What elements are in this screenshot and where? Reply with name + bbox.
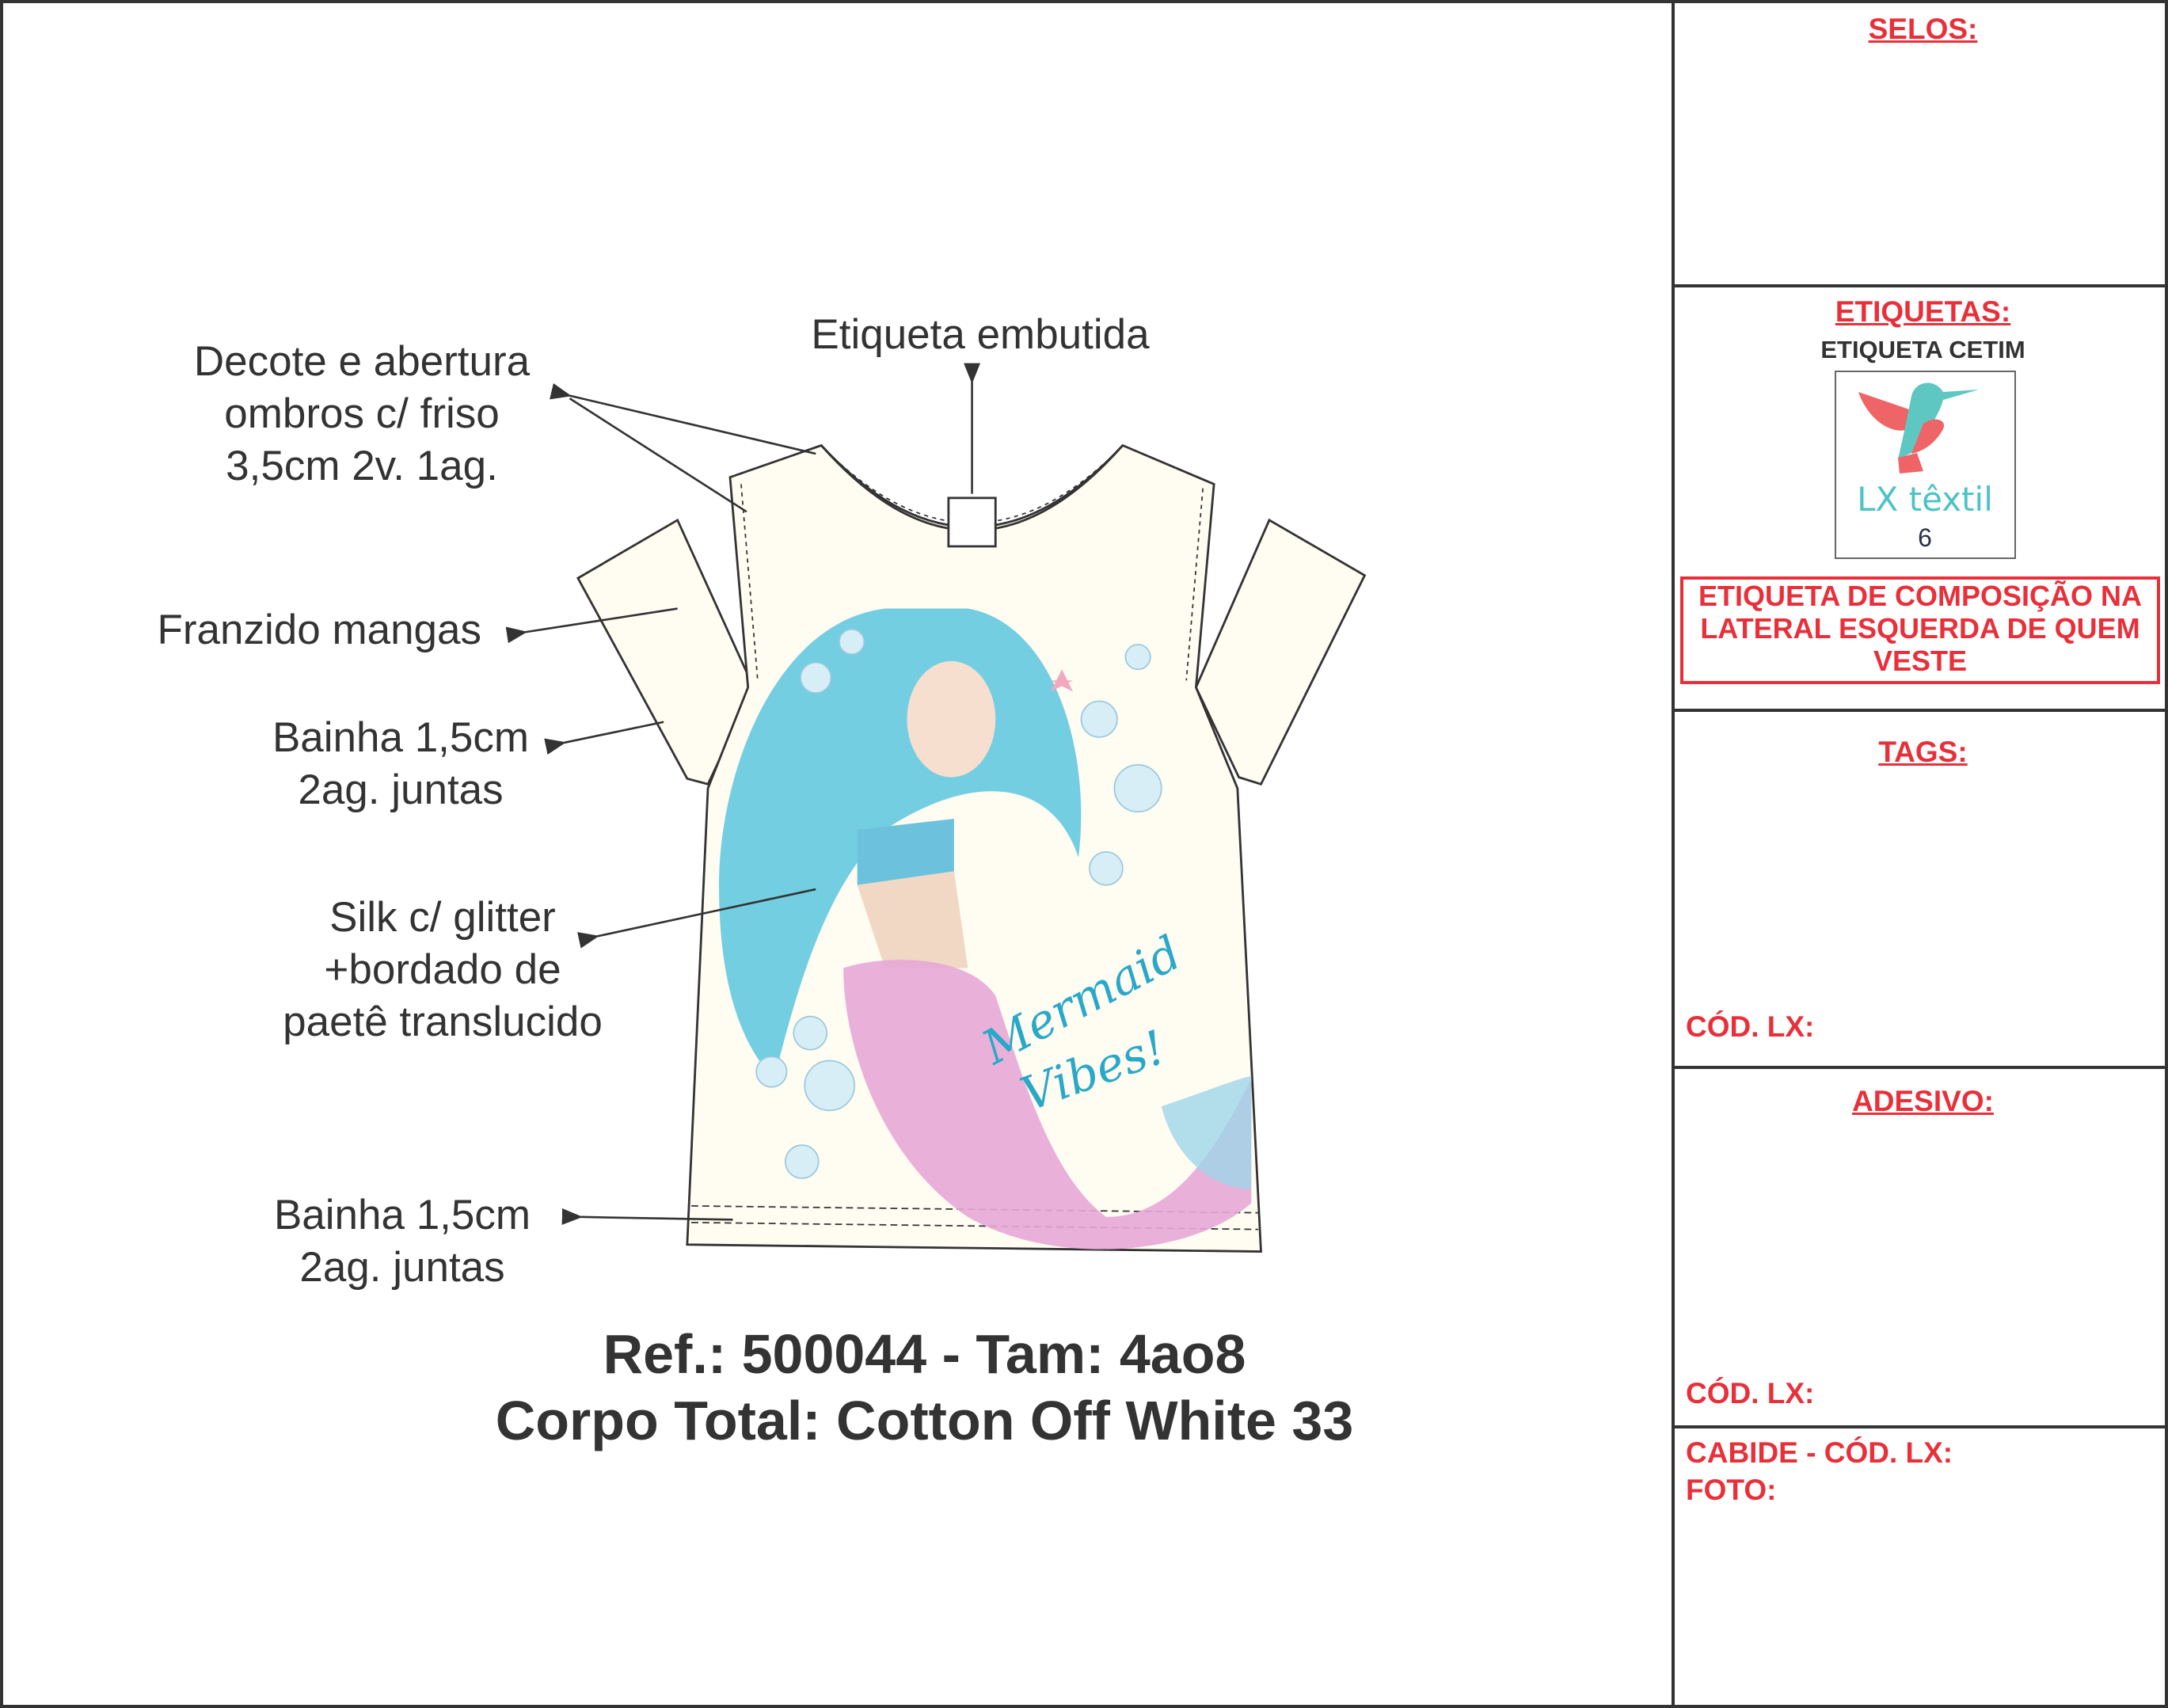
cabide-label: CABIDE - CÓD. LX: <box>1686 1436 1953 1469</box>
section-adesivo: ADESIVO: CÓD. LX: <box>1675 1069 2168 1428</box>
section-etiquetas <box>1675 287 2168 712</box>
label-line: Decote e abertura <box>193 338 531 385</box>
label-line: 2ag. juntas <box>299 1244 505 1291</box>
label-silk: Silk c/ glitter +bordado de paetê transl… <box>205 892 680 1048</box>
foto-label: FOTO: <box>1686 1474 1777 1506</box>
spec-panel: SELOS: ETIQUETAS: ETIQUETA CETIM LX têxt… <box>1672 0 2168 1708</box>
adesivo-title: ADESIVO: <box>1852 1085 1994 1117</box>
product-ref: Ref.: 500044 - Tam: 4ao8 <box>603 1323 1246 1385</box>
label-franzido: Franzido mangas <box>157 607 481 653</box>
composition-note-box: ETIQUETA DE COMPOSIÇÃO NA LATERAL ESQUER… <box>1680 576 2160 684</box>
arrow-bainha-manga <box>544 721 664 755</box>
tags-code-label: CÓD. LX: <box>1686 1010 1815 1043</box>
label-line: ombros c/ friso <box>224 390 500 437</box>
label-placement <box>947 496 997 548</box>
arrow-bainha-barra <box>561 1208 733 1225</box>
etiquetas-title: ETIQUETAS: <box>1835 295 2011 328</box>
label-line: Bainha 1,5cm <box>272 714 530 761</box>
arrow-franzido <box>505 607 678 644</box>
tags-title: TAGS: <box>1878 736 1968 768</box>
label-line: paetê translucido <box>283 999 603 1045</box>
logo-brand: LX têxtil <box>1857 480 1993 519</box>
label-line: 2ag. juntas <box>298 767 504 813</box>
label-bainha-manga: Bainha 1,5cm 2ag. juntas <box>203 712 599 816</box>
section-tags: TAGS: CÓD. LX: <box>1675 712 2168 1069</box>
label-bainha-barra: Bainha 1,5cm 2ag. juntas <box>204 1189 600 1294</box>
selos-title: SELOS: <box>1868 13 1978 45</box>
label-decote: Decote e abertura ombros c/ friso 3,5cm … <box>124 336 599 493</box>
label-line: Silk c/ glitter <box>329 894 556 941</box>
etiqueta-type: ETIQUETA CETIM <box>1820 336 2025 363</box>
arrow-silk <box>577 888 816 949</box>
lx-textil-label-logo: LX têxtil 6 <box>1835 371 2016 559</box>
product-body-fabric: Corpo Total: Cotton Off White 33 <box>495 1390 1354 1451</box>
right-sleeve <box>1194 518 1367 786</box>
hummingbird-icon: LX têxtil 6 <box>1857 382 1993 552</box>
callout-arrows <box>505 363 981 1225</box>
label-line: Bainha 1,5cm <box>273 1192 531 1238</box>
note-line: ETIQUETA DE COMPOSIÇÃO NA <box>1698 580 2143 612</box>
arrow-decote-1 <box>550 383 816 455</box>
section-selos: SELOS: <box>1675 0 2168 287</box>
mermaid-print: Mermaid Vibes! <box>719 608 1252 1250</box>
adesivo-code-label: CÓD. LX: <box>1686 1377 1815 1409</box>
label-line: +bordado de <box>324 946 561 993</box>
logo-size: 6 <box>1918 523 1932 552</box>
label-line: 3,5cm 2v. 1ag. <box>226 443 498 489</box>
note-line: LATERAL ESQUERDA DE QUEM <box>1700 612 2140 645</box>
note-line: VESTE <box>1873 645 1968 677</box>
label-etiqueta-embutida: Etiqueta embutida <box>811 311 1150 358</box>
